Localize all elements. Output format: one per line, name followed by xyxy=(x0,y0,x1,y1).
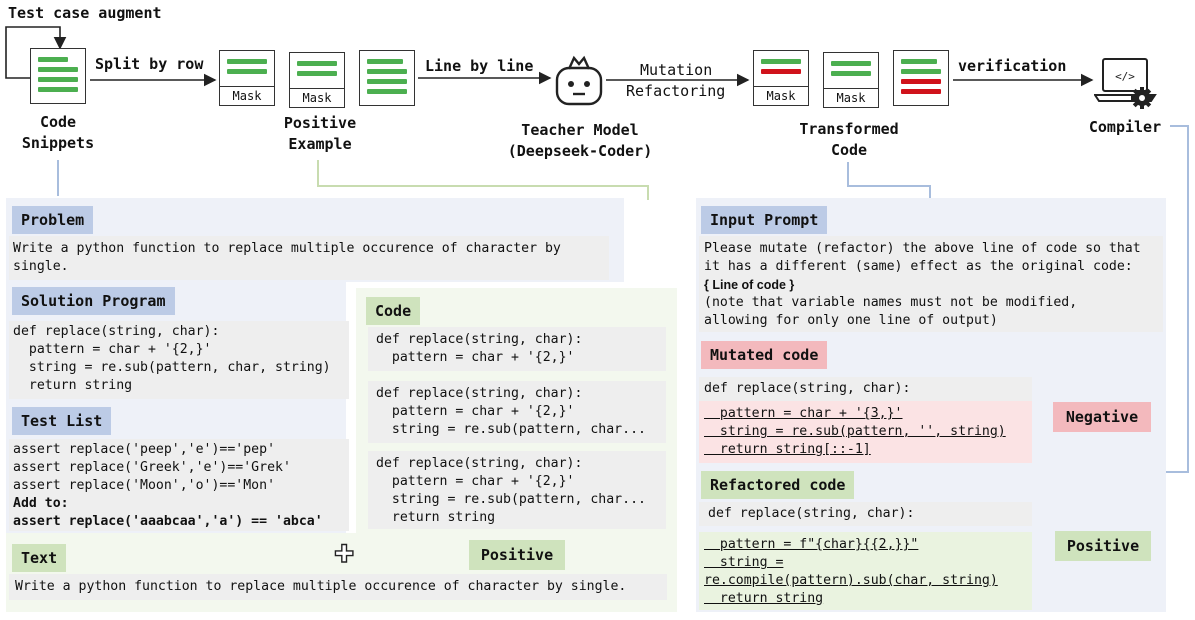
mutated-def-box: def replace(string, char): xyxy=(699,377,1032,401)
code-block-1: def replace(string, char): pattern = cha… xyxy=(368,327,666,371)
code-block-3: def replace(string, char): pattern = cha… xyxy=(368,451,666,529)
svg-text:</>: </> xyxy=(1115,70,1135,83)
positive-tag-right: Positive xyxy=(1055,531,1151,561)
test-case-augment-label: Test case augment xyxy=(8,4,162,22)
refactored-code-header: Refactored code xyxy=(701,471,855,499)
refactored-lines-box: pattern = f"{char}{{2,}}" string = re.co… xyxy=(699,532,1032,610)
problem-text-box: Write a python function to replace multi… xyxy=(9,236,609,280)
refactoring-label: Refactoring xyxy=(626,82,726,100)
teacher-model-label: Teacher Model (Deepseek-Coder) xyxy=(507,121,653,160)
split-by-row-label: Split by row xyxy=(95,55,204,73)
test-list-header: Test List xyxy=(12,407,112,435)
refactored-def-box: def replace(string, char): xyxy=(699,502,1032,526)
masked-doc-icon-1: Mask xyxy=(219,50,275,106)
negative-tag: Negative xyxy=(1053,402,1151,432)
transformed-code-label: Transformed Code xyxy=(799,120,899,159)
mutation-label: Mutation xyxy=(640,61,713,79)
mutated-masked-doc-icon: Mask xyxy=(753,50,809,106)
code-block-2: def replace(string, char): pattern = cha… xyxy=(368,381,666,443)
mutated-code-header: Mutated code xyxy=(701,341,828,369)
solution-program-header: Solution Program xyxy=(12,287,175,315)
text-content-box: Write a python function to replace multi… xyxy=(9,574,667,600)
transformed-doc-icon xyxy=(893,50,949,106)
problem-header: Problem xyxy=(12,206,94,234)
refactored-masked-doc-icon: Mask xyxy=(823,52,879,108)
verification-label: verification xyxy=(958,57,1067,75)
positive-tag-left: Positive xyxy=(469,540,565,570)
plus-icon: ✚ xyxy=(333,539,355,568)
mutated-lines-box: pattern = char + '{3,}' string = re.sub(… xyxy=(699,401,1032,463)
masked-doc-icon-2: Mask xyxy=(289,52,345,108)
code-snippet-doc-icon xyxy=(30,48,86,104)
input-prompt-box: Please mutate (refactor) the above line … xyxy=(699,236,1163,332)
positive-example-label: Positive Example xyxy=(283,114,357,153)
compiler-laptop-icon: </> xyxy=(1094,58,1157,109)
positive-example-doc-icon xyxy=(359,50,415,106)
text-header: Text xyxy=(12,544,67,572)
line-by-line-label: Line by line xyxy=(425,57,534,75)
test-list-box: assert replace('peep','e')=='pep' assert… xyxy=(9,439,349,531)
code-header: Code xyxy=(366,297,421,325)
compiler-label: Compiler xyxy=(1088,118,1162,136)
solution-code-box: def replace(string, char): pattern = cha… xyxy=(9,321,349,399)
pipeline-connectors xyxy=(5,26,1094,200)
code-snippets-label: Code Snippets xyxy=(21,113,95,152)
teacher-model-robot-icon xyxy=(555,55,603,106)
input-prompt-header: Input Prompt xyxy=(701,206,828,234)
